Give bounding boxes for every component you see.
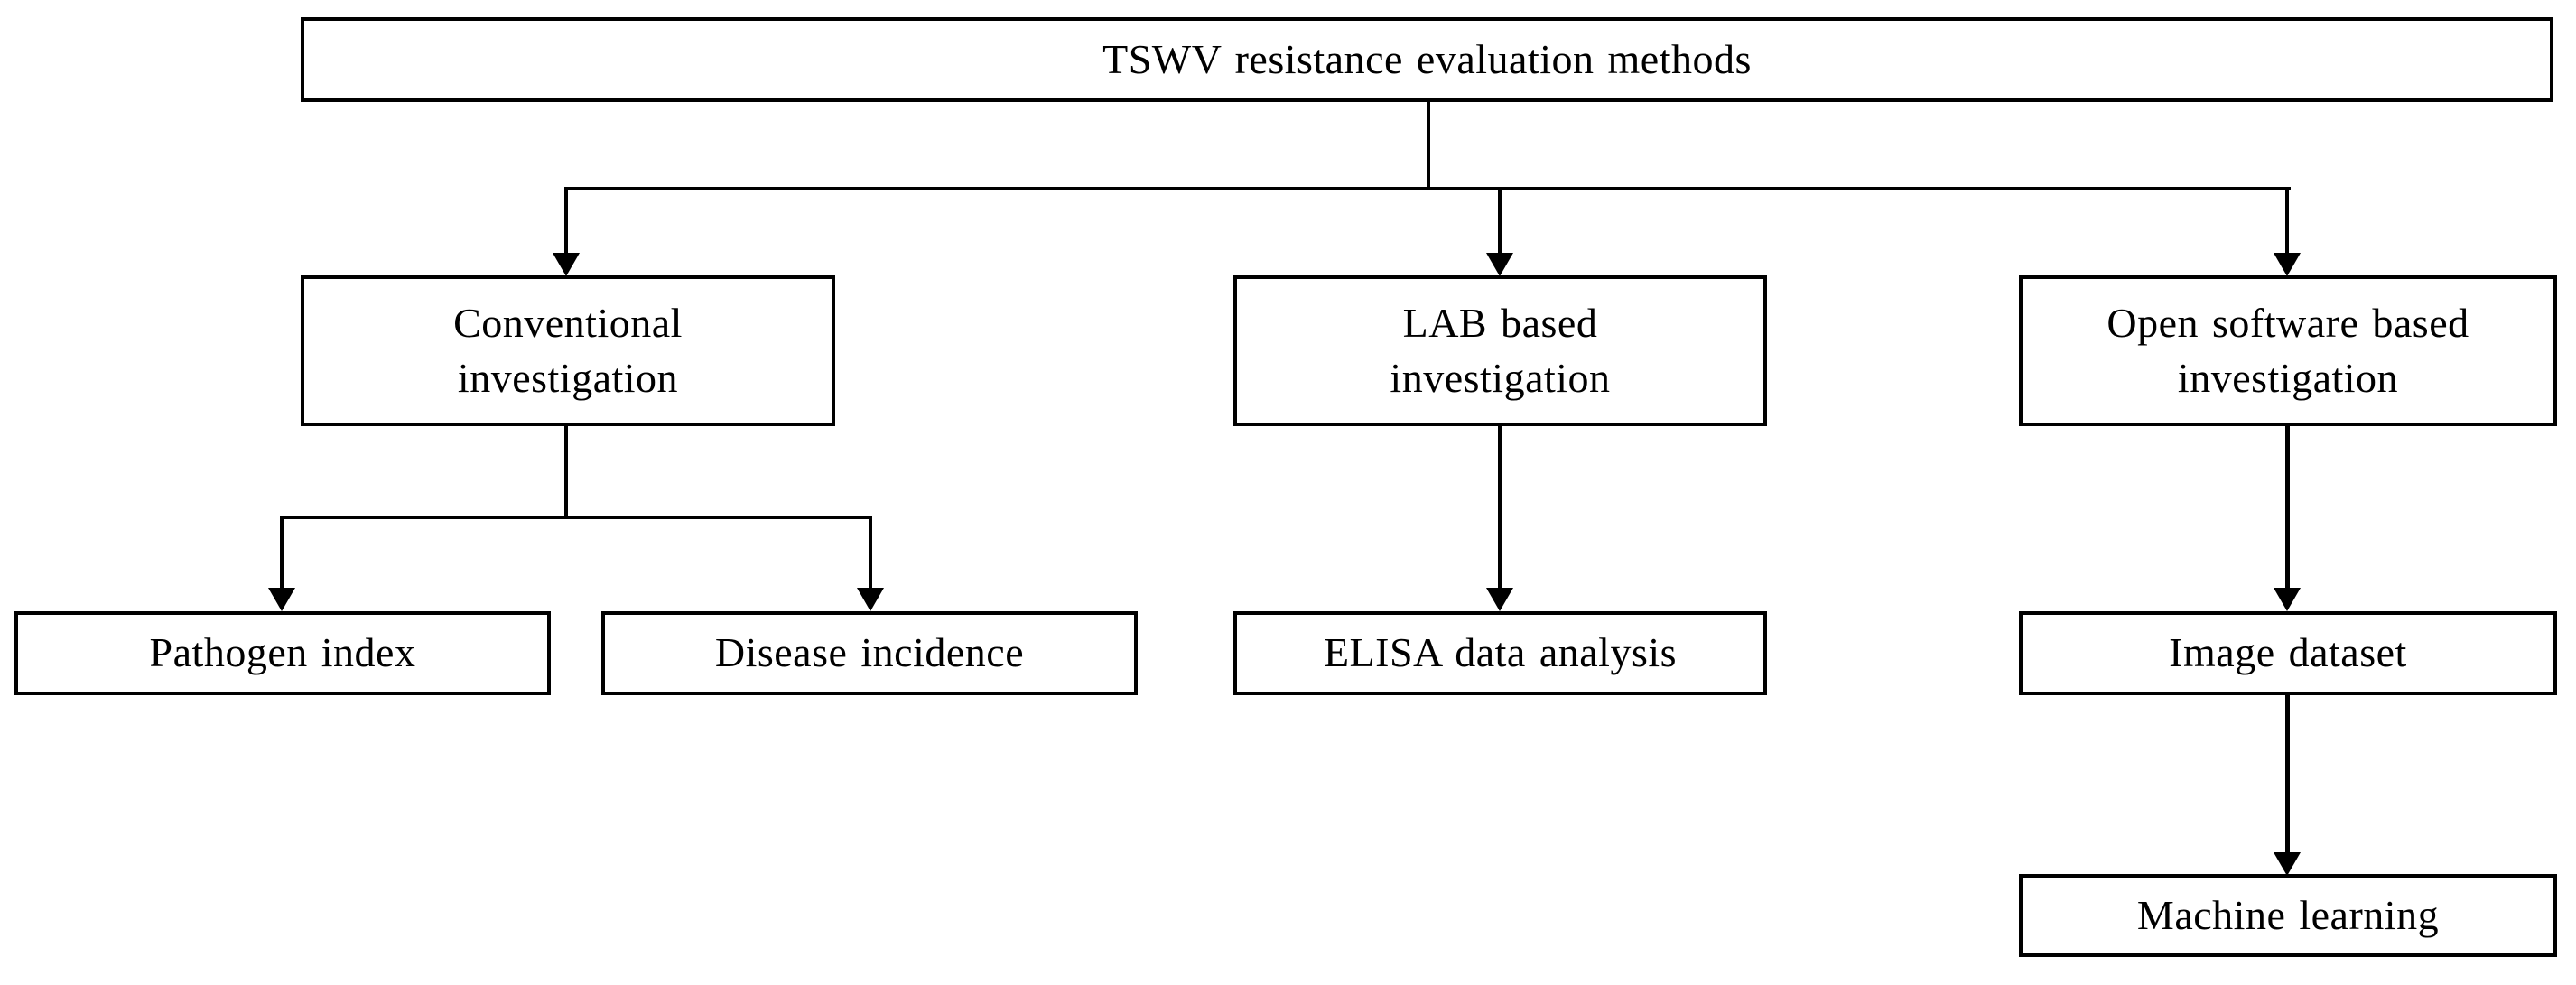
edge-image-dataset-machine-learning-arrowhead-icon: [2274, 852, 2301, 876]
edge-conventional-pathogen-line: [280, 516, 284, 590]
node-lab-based-investigation: LAB based investigation: [1233, 275, 1767, 426]
edge-conventional-stub-line: [564, 426, 568, 519]
edge-top-rail-line: [564, 187, 2291, 190]
edge-root-open-software-arrowhead-icon: [2274, 253, 2301, 276]
node-open-software-based-investigation-label: Open software based investigation: [2106, 299, 2469, 401]
edge-root-lab-line: [1498, 187, 1502, 256]
node-elisa-data-analysis: ELISA data analysis: [1233, 611, 1767, 695]
edge-conventional-disease-arrowhead-icon: [857, 588, 884, 611]
node-disease-incidence: Disease incidence: [601, 611, 1138, 695]
node-image-dataset-label: Image dataset: [2169, 629, 2407, 676]
edge-root-lab-arrowhead-icon: [1486, 253, 1513, 276]
node-root-label: TSWV resistance evaluation methods: [1102, 35, 1752, 82]
edge-lab-elisa-line: [1498, 426, 1502, 590]
edge-conventional-disease-line: [869, 516, 872, 590]
edge-image-dataset-machine-learning-line: [2285, 695, 2290, 855]
node-machine-learning-label: Machine learning: [2136, 891, 2440, 938]
edge-root-stub-line: [1427, 102, 1430, 189]
node-image-dataset: Image dataset: [2019, 611, 2557, 695]
node-conventional-investigation: Conventional investigation: [301, 275, 835, 426]
node-root: TSWV resistance evaluation methods: [301, 17, 2553, 102]
node-machine-learning: Machine learning: [2019, 874, 2557, 957]
edge-root-conventional-arrowhead-icon: [553, 253, 580, 276]
node-pathogen-index-label: Pathogen index: [149, 629, 416, 676]
node-open-software-based-investigation: Open software based investigation: [2019, 275, 2557, 426]
edge-lab-elisa-arrowhead-icon: [1486, 588, 1513, 611]
edge-root-open-software-line: [2285, 187, 2289, 256]
edge-open-software-image-dataset-arrowhead-icon: [2274, 588, 2301, 611]
node-pathogen-index: Pathogen index: [14, 611, 551, 695]
node-conventional-investigation-label: Conventional investigation: [453, 299, 683, 401]
edge-open-software-image-dataset-line: [2285, 426, 2290, 590]
edge-conventional-rail-line: [280, 516, 872, 519]
edge-root-conventional-line: [564, 187, 568, 256]
node-elisa-data-analysis-label: ELISA data analysis: [1323, 629, 1678, 676]
edge-conventional-pathogen-arrowhead-icon: [268, 588, 295, 611]
node-disease-incidence-label: Disease incidence: [714, 629, 1025, 676]
node-lab-based-investigation-label: LAB based investigation: [1390, 299, 1611, 401]
